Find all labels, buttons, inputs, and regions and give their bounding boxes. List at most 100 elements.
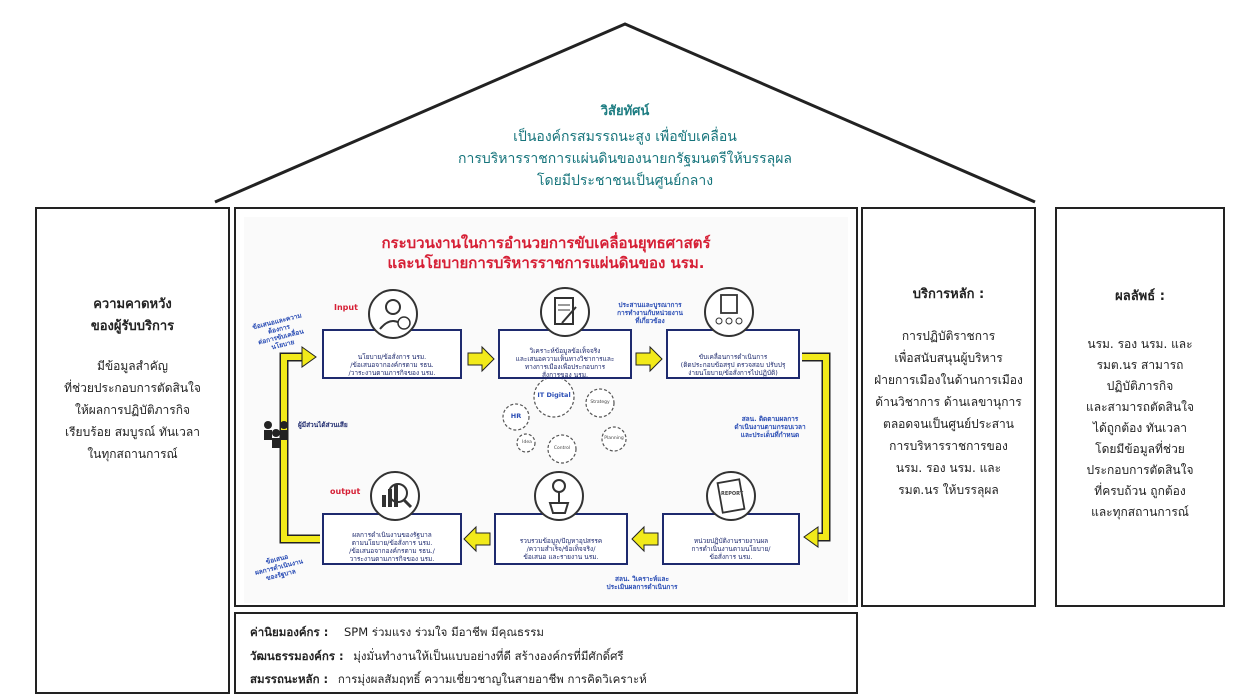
stakeholders-label: ผู้มีส่วนได้ส่วนเสีย bbox=[298, 421, 348, 429]
box-result-line: /ข้อเสนอจากองค์กรตาม รธน./ bbox=[349, 547, 435, 555]
process-title-2: และนโยบายการบริหารราชการแผ่นดินของ นรม. bbox=[387, 254, 705, 272]
flow-arrows bbox=[279, 345, 831, 553]
service-line: ตลอดจนเป็นศูนย์ประสาน bbox=[883, 417, 1014, 431]
expectation-line: ที่ช่วยประกอบการตัดสินใจ bbox=[64, 381, 201, 395]
vision-title: วิสัยทัศน์ bbox=[600, 104, 650, 119]
coordinate-line: ที่เกี่ยวข้อง bbox=[635, 317, 665, 326]
gear-label-it: IT Digital bbox=[537, 391, 571, 399]
gear-label-control: Control bbox=[553, 446, 571, 451]
box-analyze-line: ทางการเมืองเพื่อประกอบการ bbox=[524, 363, 606, 371]
culture-row: วัฒนธรรมองค์กร : มุ่งมั่นทำงานให้เป็นแบบ… bbox=[250, 648, 624, 666]
box-collect-line: ข้อเสนอ และรายงาน นรม. bbox=[523, 553, 599, 561]
service-line: การปฏิบัติราชการ bbox=[901, 329, 996, 343]
gear-cluster bbox=[502, 376, 627, 464]
outcome-line: และสามารถตัดสินใจ bbox=[1086, 400, 1194, 414]
box-analyze-line: และเสนอความเห็นทางวิชาการและ bbox=[515, 355, 615, 363]
culture-label: วัฒนธรรมองค์กร : bbox=[250, 649, 344, 663]
vision-line-2: การบริหารราชการแผ่นดินของนายกรัฐมนตรีให้… bbox=[457, 151, 792, 167]
box-result-line: ตามนโยบาย/ข้อสั่งการ นรม. bbox=[351, 539, 433, 547]
vision-line-1: เป็นองค์กรสมรรถนะสูง เพื่อขับเคลื่อน bbox=[513, 129, 737, 145]
expectation-line: ในทุกสถานการณ์ bbox=[87, 447, 178, 461]
outcome-line: ที่ครบถ้วน ถูกต้อง bbox=[1094, 484, 1186, 498]
stakeholders-icon bbox=[264, 421, 288, 448]
analytics-magnifier-icon bbox=[370, 471, 420, 521]
coordinate-line: ประสานและบูรณาการ bbox=[618, 301, 682, 309]
process-panel: กระบวนงานในการอำนวยการขับเคลื่อนยุทธศาสต… bbox=[234, 207, 858, 607]
outcome-line: ได้ถูกต้อง ทันเวลา bbox=[1092, 421, 1188, 435]
expectation-line: เรียบร้อย สมบูรณ์ ทันเวลา bbox=[65, 425, 200, 439]
box-result: ผลการดำเนินงานของรัฐบาล ตามนโยบาย/ข้อสั่… bbox=[322, 513, 462, 565]
service-line: การบริหารราชการของ bbox=[889, 439, 1008, 453]
box-drive-line: ง่ายนโยบาย/ข้อสั่งการไปปฏิบัติ) bbox=[688, 369, 778, 377]
service-line: ฝ่ายการเมืองในด้านการเมือง bbox=[874, 373, 1023, 387]
box-units: หน่วยปฏิบัติงานรายงานผล การดำเนินงานตามน… bbox=[662, 513, 800, 565]
service-line: นรม. รอง นรม. และ bbox=[895, 461, 1002, 475]
box-units-line: การดำเนินงานตามนโยบาย/ bbox=[691, 545, 771, 553]
checklist-team-icon bbox=[704, 287, 754, 337]
report-word: REPORT bbox=[721, 491, 744, 497]
process-title-1: กระบวนงานในการอำนวยการขับเคลื่อนยุทธศาสต… bbox=[381, 234, 711, 252]
monitor-line: ดำเนินงานตามกรอบเวลา bbox=[734, 423, 806, 432]
gear-label-hr: HR bbox=[510, 412, 522, 420]
outcome-line: รมต.นร สามารถ bbox=[1096, 358, 1184, 372]
coordinate-line: การทำงานกับหน่วยงาน bbox=[617, 309, 683, 318]
roof-outline bbox=[214, 22, 1036, 204]
values-footer: ค่านิยมองค์กร : SPM ร่วมแรง ร่วมใจ มีอาช… bbox=[234, 612, 858, 694]
values-row: ค่านิยมองค์กร : SPM ร่วมแรง ร่วมใจ มีอาช… bbox=[250, 624, 544, 642]
box-drive: ขับเคลื่อนการดำเนินการ (ติดประกอบข้อสรุป… bbox=[666, 329, 800, 379]
report-document-icon: REPORT bbox=[706, 471, 756, 521]
monitor-note: สลน. ติดตามผลการ ดำเนินงานตามกรอบเวลา แล… bbox=[722, 415, 818, 439]
expectation-heading-2: ของผู้รับบริการ bbox=[90, 319, 175, 334]
monitor-line: สลน. ติดตามผลการ bbox=[741, 415, 799, 423]
expectation-line: ให้ผลการปฏิบัติภารกิจ bbox=[74, 403, 191, 417]
box-units-line: ข้อสั่งการ นรม. bbox=[709, 553, 753, 561]
box-policy-line: /วาระงานตามภารกิจของ นรม. bbox=[348, 369, 436, 377]
gear-label-planning: Planning bbox=[604, 436, 624, 441]
gear-label-strategy: Strategy bbox=[590, 400, 610, 405]
speaker-podium-icon bbox=[534, 471, 584, 521]
box-policy-line: /ข้อเสนอจากองค์กรตาม รธน. bbox=[350, 361, 434, 369]
box-collect-line: รวบรวมข้อมูล/ปัญหาอุปสรรค bbox=[519, 537, 603, 545]
box-policy-line: นโยบาย/ข้อสั่งการ นรม. bbox=[357, 353, 427, 361]
expectation-heading-1: ความคาดหวัง bbox=[93, 297, 172, 312]
box-analyze: วิเคราะห์ข้อมูลข้อเท็จจริง และเสนอความเห… bbox=[498, 329, 632, 379]
values-label: ค่านิยมองค์กร : bbox=[250, 625, 329, 639]
box-analyze-line: วิเคราะห์ข้อมูลข้อเท็จจริง bbox=[529, 347, 601, 355]
culture-text: มุ่งมั่นทำงานให้เป็นแบบอย่างที่ดี สร้างอ… bbox=[353, 649, 624, 663]
monitor-line: และประเด็นที่กำหนด bbox=[740, 431, 800, 440]
service-line: รมต.นร ให้บรรลุผล bbox=[898, 483, 999, 497]
service-line: ด้านวิชาการ ด้านเลขานุการ bbox=[875, 395, 1022, 409]
values-text: SPM ร่วมแรง ร่วมใจ มีอาชีพ มีคุณธรรม bbox=[343, 625, 544, 639]
outcome-heading: ผลลัพธ์ : bbox=[1115, 289, 1165, 304]
officer-icon bbox=[368, 289, 418, 339]
input-label: Input bbox=[334, 303, 358, 312]
process-diagram: กระบวนงานในการอำนวยการขับเคลื่อนยุทธศาสต… bbox=[244, 217, 848, 603]
competency-row: สมรรถนะหลัก : การมุ่งผลสัมฤทธิ์ ความเชี่… bbox=[250, 671, 647, 689]
outcome-line: โดยมีข้อมูลที่ช่วย bbox=[1095, 442, 1185, 456]
competency-text: การมุ่งผลสัมฤทธิ์ ความเชี่ยวชาญในสายอาชี… bbox=[337, 672, 647, 686]
service-line: เพื่อสนับสนุนผู้บริหาร bbox=[894, 351, 1003, 365]
coordinate-note: ประสานและบูรณาการ การทำงานกับหน่วยงาน ที… bbox=[592, 301, 708, 325]
box-result-line: ผลการดำเนินงานของรัฐบาล bbox=[352, 531, 432, 539]
service-panel: บริการหลัก : การปฏิบัติราชการ เพื่อสนับส… bbox=[861, 207, 1036, 607]
gear-label-idea: Idea bbox=[522, 440, 532, 445]
evaluate-line: สลน. วิเคราะห์และ bbox=[615, 575, 669, 583]
box-units-line: หน่วยปฏิบัติงานรายงานผล bbox=[693, 537, 769, 545]
outcome-panel: ผลลัพธ์ : นรม. รอง นรม. และ รมต.นร สามาร… bbox=[1055, 207, 1225, 607]
document-pen-icon bbox=[540, 287, 590, 337]
competency-label: สมรรถนะหลัก : bbox=[250, 672, 329, 686]
vision-line-3: โดยมีประชาชนเป็นศูนย์กลาง bbox=[536, 173, 714, 189]
output-label: output bbox=[330, 487, 361, 496]
outcome-line: นรม. รอง นรม. และ bbox=[1087, 337, 1193, 351]
evaluate-note: สลน. วิเคราะห์และ ประเมินผลการดำเนินการ bbox=[590, 575, 694, 591]
service-heading: บริการหลัก : bbox=[912, 287, 985, 302]
expectation-line: มีข้อมูลสำคัญ bbox=[97, 359, 168, 373]
outcome-line: และทุกสถานการณ์ bbox=[1091, 505, 1189, 519]
outcome-line: ประกอบการตัดสินใจ bbox=[1086, 463, 1194, 477]
outcome-line: ปฏิบัติภารกิจ bbox=[1106, 379, 1174, 393]
box-drive-line: ขับเคลื่อนการดำเนินการ bbox=[698, 353, 768, 361]
expectation-panel: ความคาดหวัง ของผู้รับบริการ มีข้อมูลสำคั… bbox=[35, 207, 230, 694]
box-result-line: วาระงานตามภารกิจของ นรม. bbox=[349, 555, 435, 563]
box-collect-line: /ความสำเร็จ/ข้อเท็จจริง/ bbox=[526, 545, 596, 553]
box-drive-line: (ติดประกอบข้อสรุป ตรวจสอบ ปรับปรุ bbox=[680, 361, 786, 369]
